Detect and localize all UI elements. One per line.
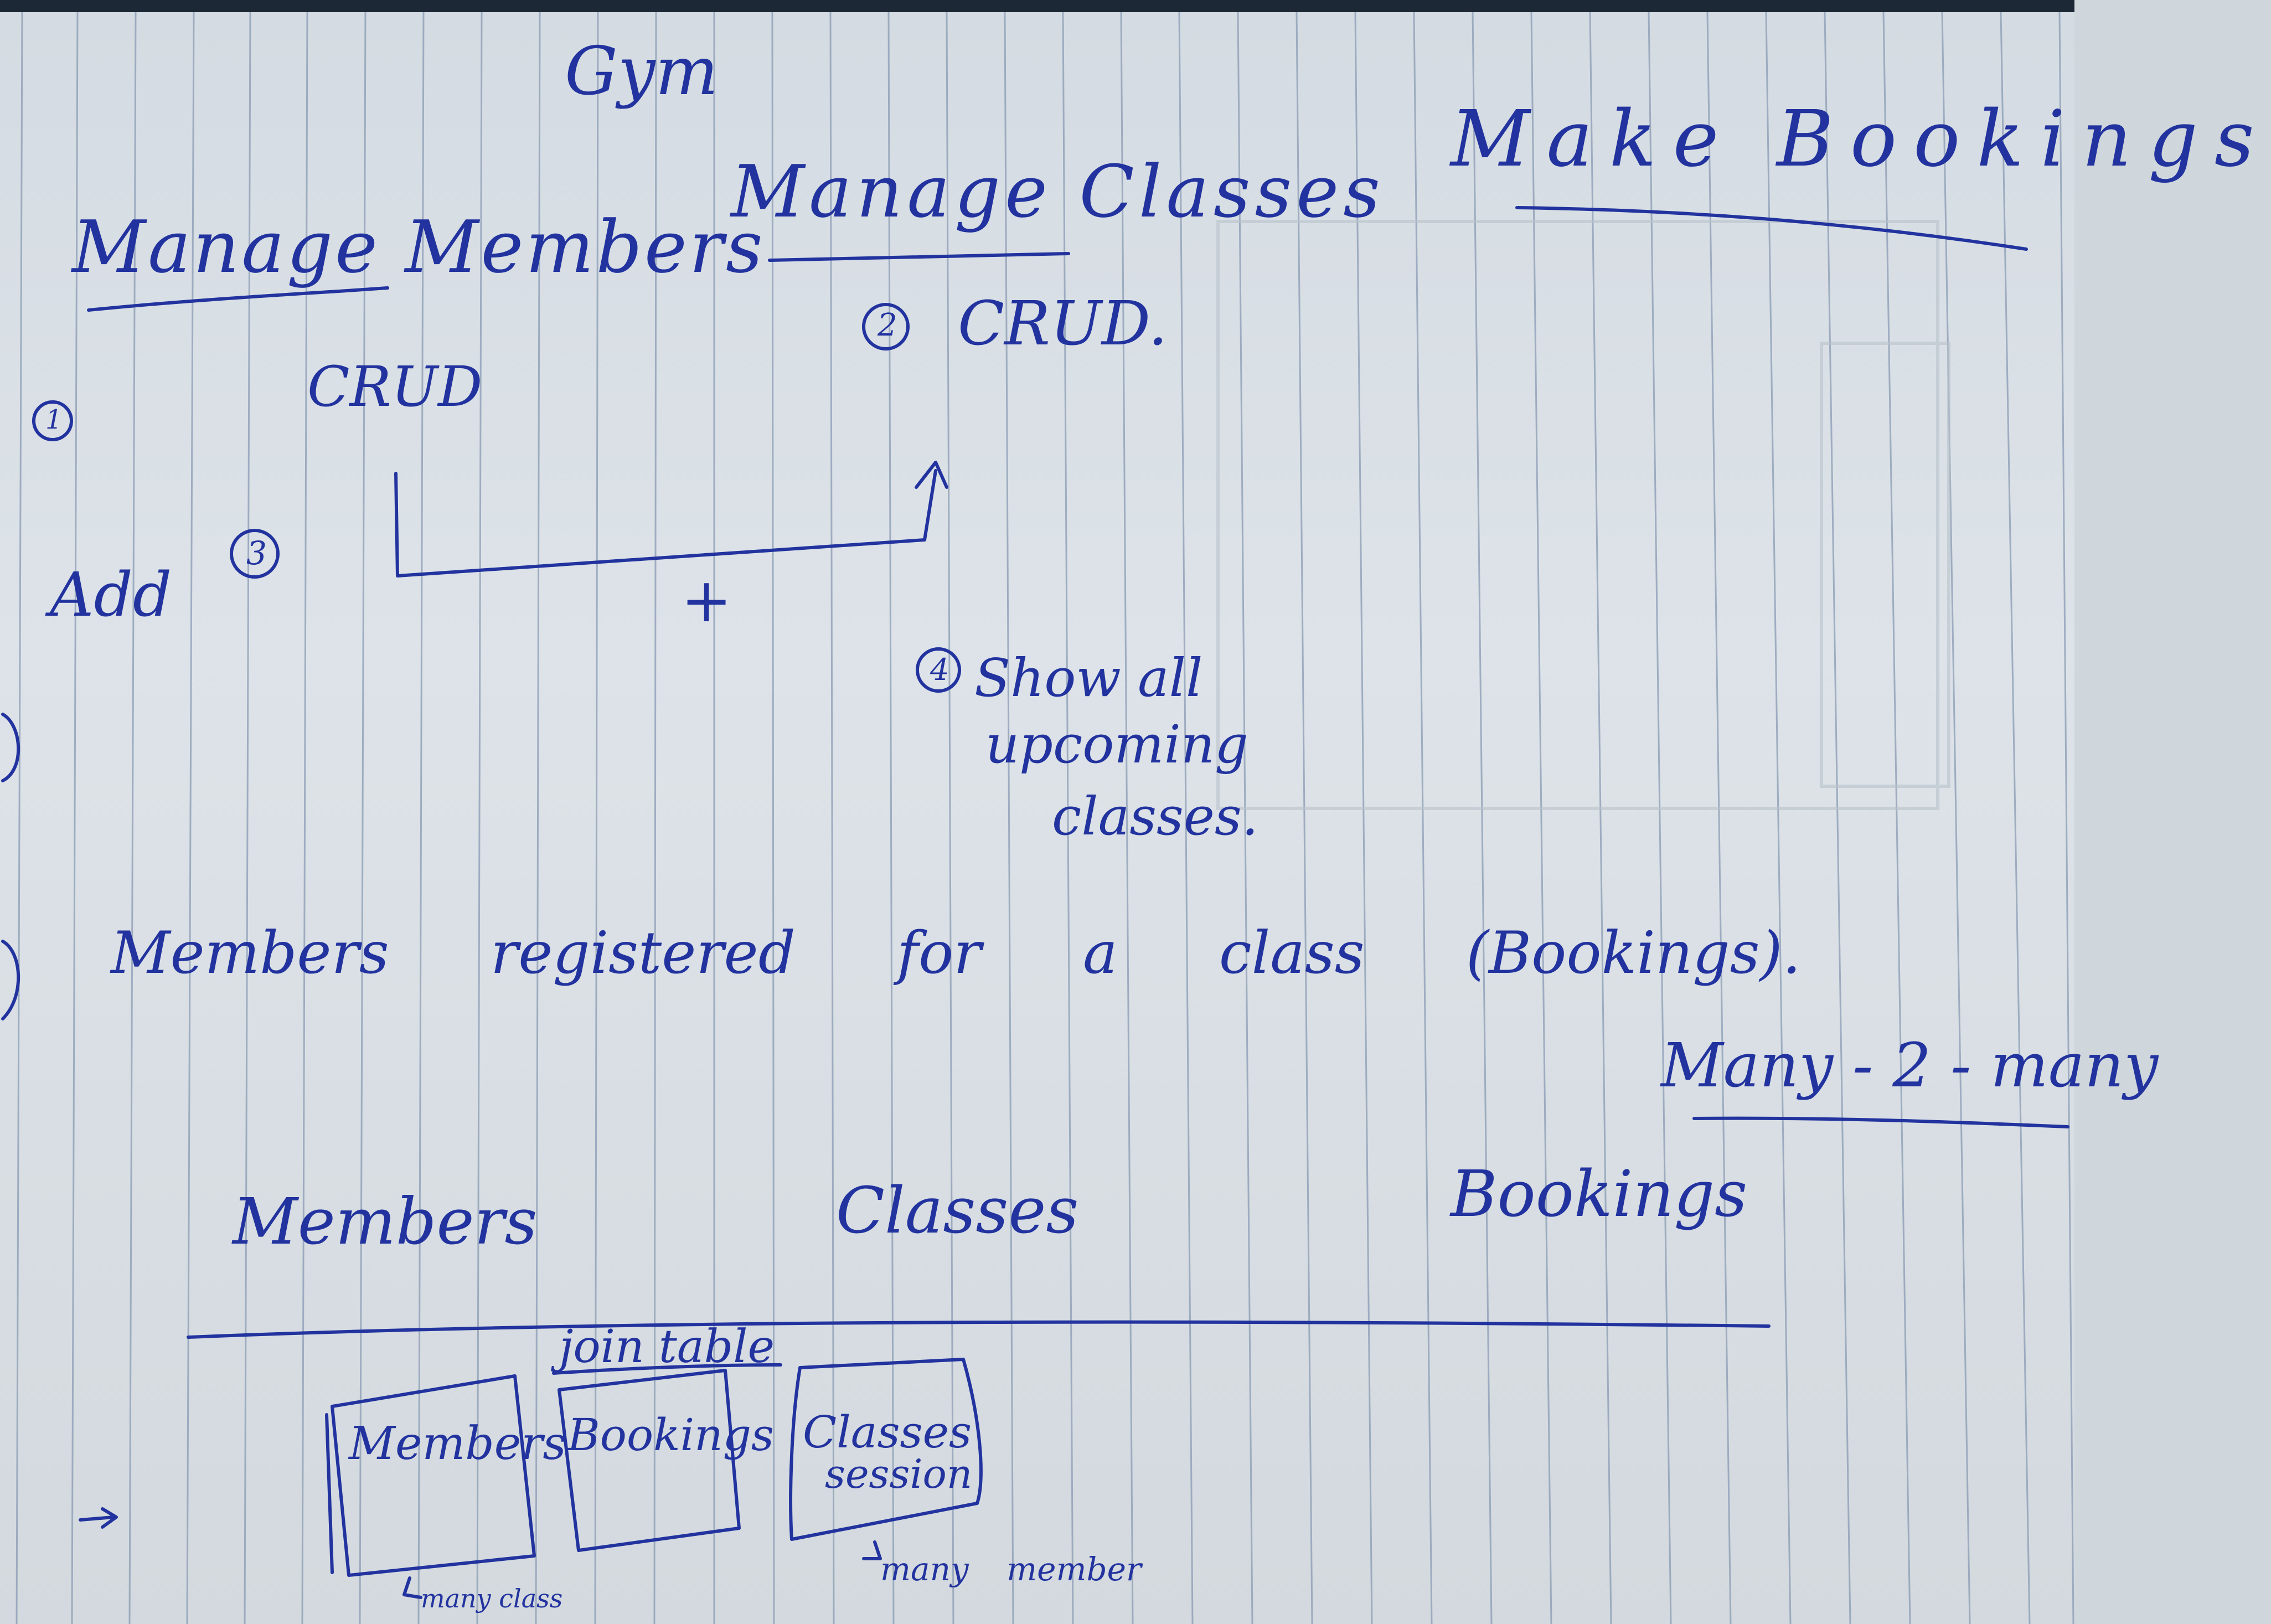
number-4: 4 (930, 652, 949, 687)
add-label: Add (50, 559, 172, 630)
relation-arrow (394, 469, 937, 578)
margin-arrow-head (101, 1507, 118, 1529)
circle-2 (862, 303, 910, 350)
box-bookings-label: Bookings (567, 1409, 774, 1461)
number-3: 3 (246, 534, 267, 572)
table-rule (187, 1320, 1771, 1339)
many-class-arrow (402, 1576, 422, 1599)
circle-1 (32, 400, 73, 441)
show-upcoming-line3: classes. (1052, 786, 1258, 847)
circle-3 (230, 529, 280, 579)
many-member-arrow (862, 1540, 882, 1560)
show-upcoming-line2: upcoming (985, 714, 1248, 775)
crud-members: CRUD (307, 354, 483, 419)
number-2: 2 (878, 307, 897, 343)
bookings-box (558, 1369, 741, 1552)
many-member-note: many member (880, 1550, 1142, 1588)
heading-manage-members: Manage Members (72, 205, 765, 289)
join-table-label: join table (559, 1321, 775, 1373)
many-class-note: many class (421, 1584, 563, 1613)
dark-edge (0, 0, 2074, 12)
arrow-head (915, 461, 948, 489)
manage-classes-underline (768, 252, 1070, 262)
margin-circle-6 (1, 940, 20, 1020)
join-table-underline (552, 1363, 782, 1375)
heading-make-bookings: Make Bookings (1451, 94, 2271, 184)
heading-manage-classes: Manage Classes (731, 149, 1385, 234)
make-bookings-underline (1515, 206, 2028, 251)
margin-circle-5 (1, 713, 20, 782)
members-registered-line: Members registered for a class (Bookings… (111, 919, 1801, 987)
many-to-many-underline (1692, 1116, 2069, 1128)
page-title: Gym (565, 33, 719, 110)
column-bookings: Bookings (1451, 1157, 1748, 1231)
box-classes-label-2: session (825, 1451, 973, 1497)
margin-arrow (79, 1515, 115, 1522)
number-1: 1 (45, 404, 63, 435)
many-to-many-label: Many - 2 - many (1661, 1030, 2159, 1101)
circle-4 (916, 647, 961, 693)
ruled-lines (16, 12, 2074, 1624)
crud-classes: CRUD. (958, 288, 1168, 359)
classes-box (789, 1358, 983, 1541)
manage-members-underline (87, 286, 389, 312)
plus-sign: + (681, 565, 732, 636)
ink-drawings (1, 206, 2069, 1599)
members-box (331, 1374, 536, 1577)
box-members-label: Members (349, 1417, 566, 1470)
members-box-shadow (325, 1413, 334, 1574)
show-upcoming-line1: Show all (974, 648, 1203, 709)
column-classes: Classes (836, 1174, 1079, 1248)
box-classes-label-1: Classes (803, 1406, 972, 1458)
column-members: Members (233, 1185, 538, 1259)
